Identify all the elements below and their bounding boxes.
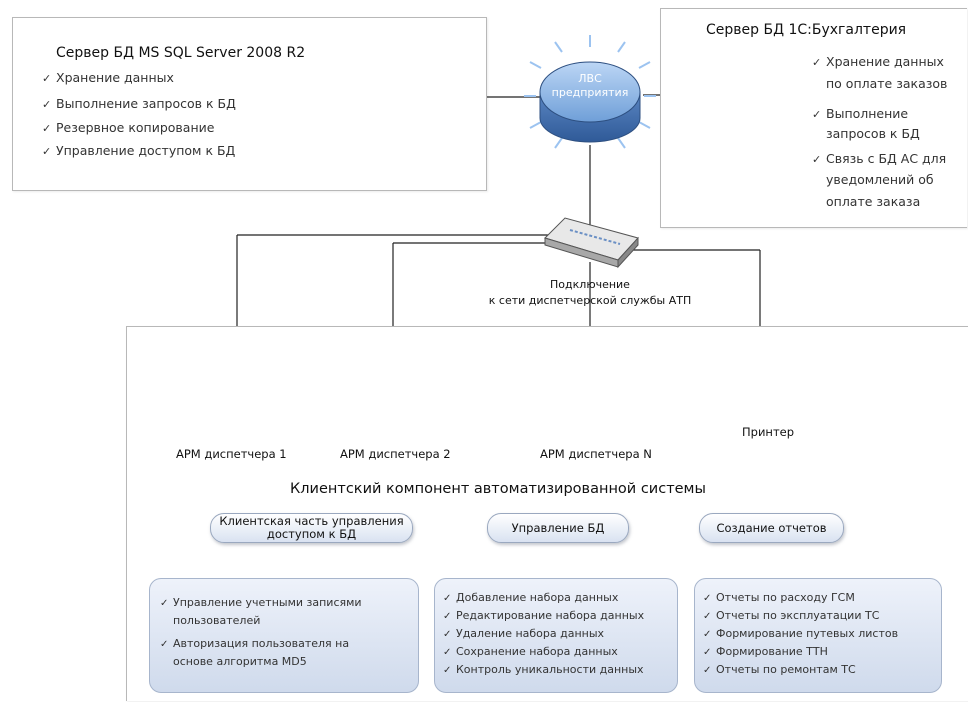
right-server-item-line: уведомлений об [826,172,934,187]
check-icon: ✓ [42,72,52,85]
function-item: ✓Сохранение набора данных [443,643,677,661]
check-icon: ✓ [443,665,452,676]
right-server-item: ✓Связь с БД АС для [812,149,946,169]
right-server-title: Сервер БД 1С:Бухгалтерия [706,22,907,38]
check-icon: ✓ [812,108,822,121]
module-access-control: Клиентская часть управления доступом к Б… [210,513,413,543]
left-server-item: ✓Хранение данных [42,68,174,88]
check-icon: ✓ [812,153,822,166]
right-server-item-line: оплате заказа [826,194,921,209]
function-item: ✓Авторизация пользователя на [160,635,418,653]
function-item: ✓Добавление набора данных [443,589,677,607]
function-item: ✓Отчеты по ремонтам ТС [703,661,941,679]
check-icon: ✓ [160,598,169,609]
workstation-1-label: АРМ диспетчера 1 [176,447,287,461]
function-item: ✓Отчеты по расходу ГСМ [703,589,941,607]
check-icon: ✓ [812,56,822,69]
right-server-item: ✓Хранение данных [812,52,944,72]
network-switch-icon [544,217,639,269]
right-server-panel [660,8,967,228]
left-server-title: Сервер БД MS SQL Server 2008 R2 [56,45,306,61]
left-server-item: ✓Резервное копирование [42,118,214,138]
switch-caption: Подключение к сети диспетчерской службы … [488,278,692,307]
check-icon: ✓ [703,629,712,640]
right-server-item: ✓Выполнение [812,104,908,124]
workstation-2-label: АРМ диспетчера 2 [340,447,451,461]
function-item: ✓Отчеты по эксплуатации ТС [703,607,941,625]
db-management-functions: ✓Добавление набора данных ✓Редактировани… [434,578,678,693]
check-icon: ✓ [703,593,712,604]
right-server-item-line: запросов к БД [826,126,920,141]
check-icon: ✓ [42,145,52,158]
check-icon: ✓ [703,647,712,658]
printer-label: Принтер [742,425,795,439]
check-icon: ✓ [443,593,452,604]
function-item: ✓Управление учетными записями [160,594,418,612]
client-title: Клиентский компонент автоматизированной … [290,481,706,497]
function-item-line: пользователей [173,614,261,627]
function-item: ✓Контроль уникальности данных [443,661,677,679]
reports-functions: ✓Отчеты по расходу ГСМ ✓Отчеты по эксплу… [694,578,942,693]
function-item: ✓Удаление набора данных [443,625,677,643]
check-icon: ✓ [703,665,712,676]
lan-icon [539,61,641,143]
function-item: ✓Редактирование набора данных [443,607,677,625]
check-icon: ✓ [443,611,452,622]
function-item: ✓Формирование путевых листов [703,625,941,643]
workstation-n-label: АРМ диспетчера N [540,447,652,461]
function-item: ✓Формирование ТТН [703,643,941,661]
check-icon: ✓ [703,611,712,622]
module-db-management: Управление БД [487,513,629,543]
access-control-functions: ✓Управление учетными записями пользовате… [149,578,419,693]
left-server-item: ✓Выполнение запросов к БД [42,94,236,114]
left-server-panel [12,17,487,191]
function-item-line: основе алгоритма MD5 [173,655,307,668]
lan-glow [524,35,656,149]
check-icon: ✓ [443,629,452,640]
module-reports: Создание отчетов [699,513,844,543]
left-server-item: ✓Управление доступом к БД [42,141,235,161]
check-icon: ✓ [160,639,169,650]
check-icon: ✓ [443,647,452,658]
right-server-item-line: по оплате заказов [826,76,948,91]
lan-label: ЛВС предприятия [551,72,629,99]
check-icon: ✓ [42,98,52,111]
check-icon: ✓ [42,122,52,135]
